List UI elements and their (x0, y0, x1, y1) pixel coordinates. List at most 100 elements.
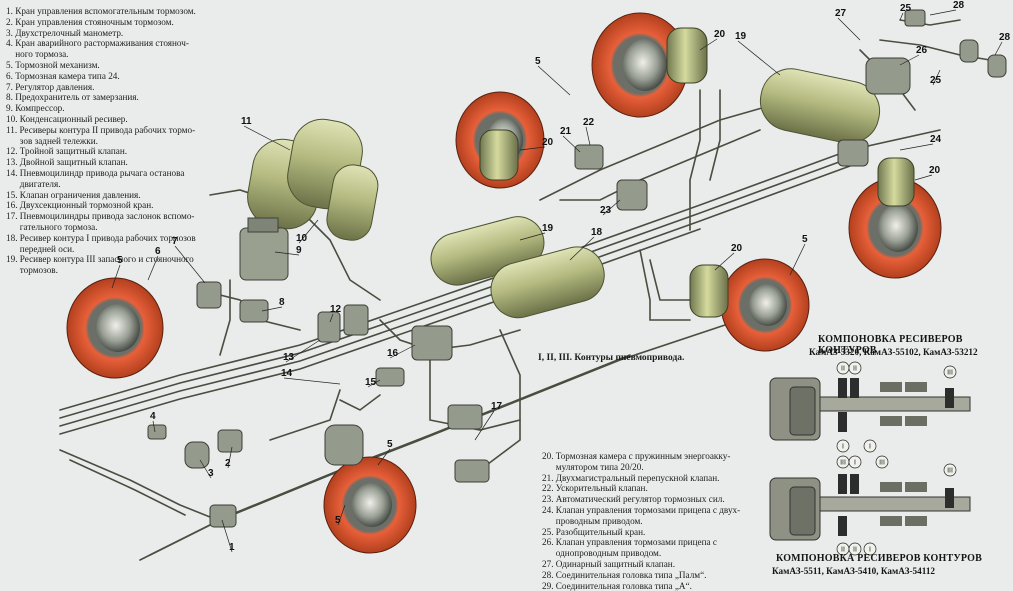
callout-number: 20 (714, 29, 726, 40)
callout-number: 10 (296, 233, 308, 244)
legend-item: 25. Разобщительный кран. (542, 526, 646, 537)
circuit-marker (943, 463, 957, 477)
callout-number: 18 (591, 227, 603, 238)
legend-item: 26. Клапан управления тормозами прицепа … (542, 537, 717, 548)
brake-drum-mid-right (720, 258, 810, 352)
legend-item: 8. Предохранитель от замерзания. (6, 92, 139, 103)
callout-number: 5 (802, 234, 808, 245)
legend-item: 18. Ресивер контура I привода рабочих то… (6, 232, 196, 243)
callout-number: 5 (335, 515, 341, 526)
callout-number: 26 (916, 45, 928, 56)
receiver-layout-top (769, 377, 971, 441)
callout-number: 25 (900, 3, 912, 14)
callout-leader (602, 199, 621, 216)
circuit-marker-label: I (854, 460, 856, 467)
legend-item: 15. Клапан ограничения давления. (6, 189, 141, 200)
callout-number: 16 (387, 348, 399, 359)
callout-leader (285, 339, 321, 363)
legend-item: 19. Ресивер контура III запасного и стоя… (6, 254, 194, 265)
layout-bottom-title: КОМПОНОВКА РЕСИВЕРОВ КОНТУРОВ (776, 553, 982, 564)
legend-item: 29. Соединительная головка типа „А“. (542, 580, 692, 591)
legend-item: 5. Тормозной механизм. (6, 59, 100, 70)
callout-leader (221, 519, 233, 553)
callout-number: 19 (735, 31, 747, 42)
circuit-marker-label: I (869, 547, 871, 554)
layout-top-models: КамАЗ-5320, КамАЗ-55102, КамАЗ-53212 (809, 347, 978, 357)
circuit-marker (836, 439, 850, 453)
callout-number: 13 (283, 352, 295, 363)
callout-number: 14 (281, 368, 293, 379)
circuit-marker-label: I (842, 444, 844, 451)
callout-number: 17 (491, 401, 503, 412)
callout-leader (899, 12, 904, 21)
legend-item: 28. Соединительная головка типа „Палм“. (542, 569, 707, 580)
circuit-marker-label: III (840, 460, 846, 467)
circuit-marker (848, 455, 862, 469)
callout-leader (261, 306, 283, 312)
valve-apparatus (147, 9, 1007, 528)
circuit-marker-label: II (853, 547, 857, 554)
diagram-caption: I, II, III. Контуры пневмопривода. (538, 353, 685, 363)
callout-leader (337, 504, 346, 526)
callout-leader (298, 219, 319, 244)
layout-top-title: КОМПОНОВКА РЕСИВЕРОВ КОНТУРОВ (818, 334, 963, 356)
receiver-19-right (759, 68, 881, 144)
callout-number: 19 (542, 223, 554, 234)
callout-number: 28 (953, 0, 965, 11)
legend-item: 21. Двухмагистральный перепускной клапан… (542, 472, 720, 483)
legend-item: тормозов. (6, 265, 58, 276)
callout-leader (585, 126, 591, 146)
callout-number: 9 (296, 245, 302, 256)
callout-leader (274, 251, 300, 256)
legend-item: передней оси. (6, 243, 75, 254)
callout-leader (899, 143, 934, 151)
callout-number: 27 (835, 8, 847, 19)
legend-item: 2. Кран управления стояночным тормозом. (6, 16, 174, 27)
legend-item: 6. Тормозная камера типа 24. (6, 70, 120, 81)
circuit-marker (943, 365, 957, 379)
circuit-marker-label: III (947, 468, 953, 475)
brake-drum-rear-left (591, 12, 689, 118)
brake-chamber-20-b (479, 129, 519, 181)
legend-item: 13. Двойной защитный клапан. (6, 157, 128, 168)
callout-number: 8 (279, 297, 285, 308)
legend-item: 11. Ресиверы контура II привода рабочих … (6, 124, 196, 135)
callout-leader (537, 65, 571, 96)
brake-chamber-20-c (877, 157, 915, 207)
callout-number: 21 (560, 126, 572, 137)
circuit-marker-label: III (947, 370, 953, 377)
legend-item: 9. Компрессор. (6, 103, 65, 114)
legend-item: мулятором типа 20/20. (542, 461, 644, 472)
legend-item: 10. Конденсационный ресивер. (6, 113, 128, 124)
callout-number: 23 (600, 205, 612, 216)
callout-leader (932, 69, 941, 86)
circuit-marker-label: II (841, 366, 845, 373)
callout-leader (519, 232, 546, 241)
legend-item: 1. Кран управления вспомогательным тормо… (6, 6, 196, 16)
callout-leader (837, 17, 861, 41)
legend-item: двигателя. (6, 178, 61, 189)
callout-leader (562, 135, 581, 153)
callout-number: 2 (225, 458, 231, 469)
brake-chamber-20-d (689, 264, 729, 318)
legend-item: проводным приводом. (542, 515, 643, 526)
callout-leader (474, 410, 495, 441)
callout-leader (152, 420, 156, 433)
callout-number: 1 (229, 542, 235, 553)
legend-item: 16. Двухсекционный тормозной кран. (6, 200, 154, 211)
receiver-18 (490, 246, 605, 319)
callout-number: 15 (365, 377, 377, 388)
legend-right: 20. Тормозная камера с пружинным энергоа… (542, 451, 782, 591)
circuit-marker (848, 542, 862, 556)
callout-leader (199, 459, 212, 479)
circuit-marker (863, 542, 877, 556)
callout-number: 25 (930, 75, 942, 86)
legend-item: зов задней тележки. (6, 135, 98, 146)
callout-number: 4 (150, 411, 156, 422)
brake-drum-front-right (323, 456, 417, 554)
callout-leader (283, 377, 341, 385)
callout-leader (994, 41, 1003, 56)
callout-leader (243, 125, 291, 151)
